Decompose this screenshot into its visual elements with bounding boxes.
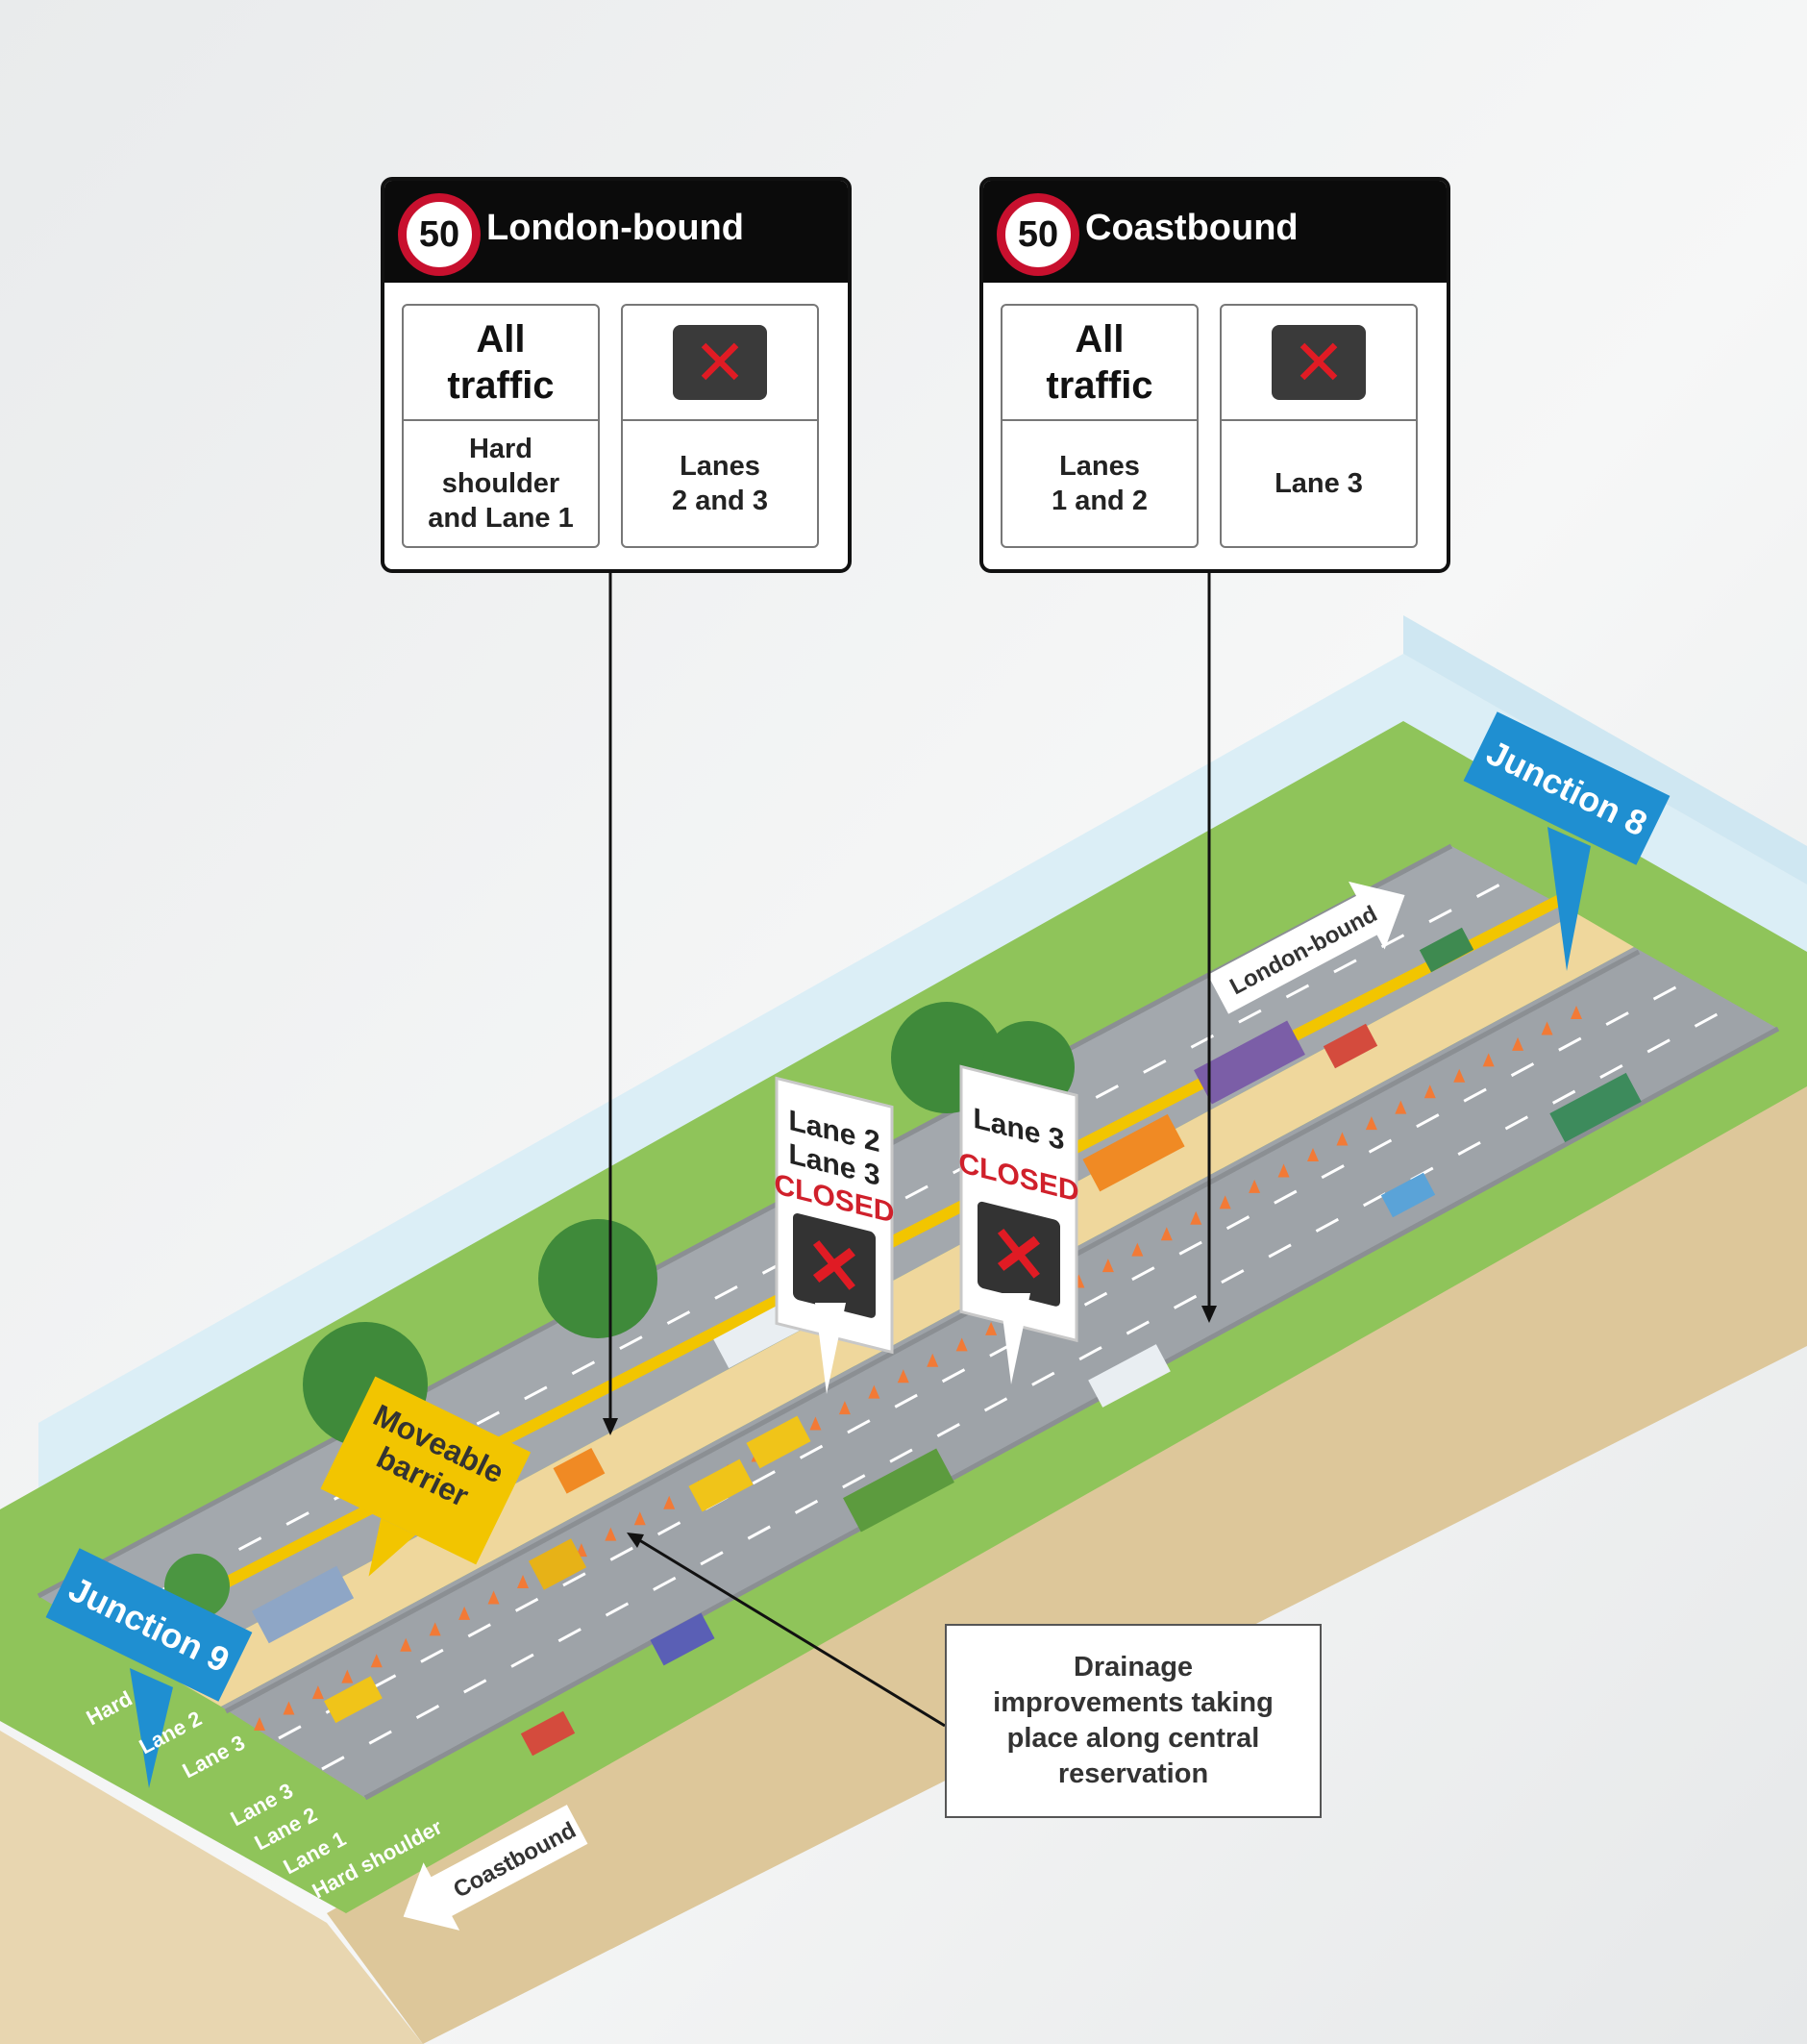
traffic-cone (1395, 1100, 1407, 1114)
bus (251, 1565, 355, 1644)
sign1-post (815, 1303, 846, 1394)
traffic-cone (1541, 1021, 1553, 1035)
lane-closed-x-icon: ✕ (991, 1211, 1048, 1300)
ground-side-front (327, 1077, 1807, 2044)
traffic-cone (868, 1384, 880, 1399)
traffic-cone (429, 1622, 441, 1636)
traffic-cone (1336, 1132, 1349, 1146)
all-traffic-label: All traffic (404, 306, 598, 421)
coastbound-info-panel: 50 Coastbound All traffic Lanes 1 and 2 … (979, 177, 1450, 573)
traffic-cone (458, 1606, 471, 1620)
lane-closed-x-icon: ✕ (806, 1223, 863, 1311)
sky-wall-right (1403, 615, 1807, 885)
traffic-cone (487, 1590, 500, 1605)
car (1419, 927, 1474, 973)
lane-closed-x-icon: ✕ (673, 325, 767, 400)
ground-side-left (0, 1731, 423, 2044)
traffic-cone (1453, 1068, 1466, 1083)
lorry (1082, 1113, 1185, 1192)
works-vehicle (553, 1447, 606, 1494)
junction-9-post (130, 1668, 173, 1788)
lane-closed-x-icon: ✕ (1272, 325, 1366, 400)
tree (538, 1219, 657, 1338)
traffic-cone (1190, 1210, 1202, 1225)
works-vehicle (324, 1676, 383, 1724)
leader-line-drainage (635, 1536, 946, 1728)
traffic-cone (1160, 1227, 1173, 1241)
coastbound-all-traffic-cell: All traffic Lanes 1 and 2 (1001, 304, 1199, 548)
traffic-cone (1482, 1053, 1495, 1067)
traffic-cone (341, 1669, 354, 1683)
car (1323, 1023, 1378, 1069)
traffic-cone (897, 1369, 909, 1383)
traffic-cone (1423, 1084, 1436, 1099)
car (1380, 1172, 1436, 1218)
london-bound-all-traffic-cell: All traffic Hard shoulder and Lane 1 (402, 304, 600, 548)
london-bound-info-panel: 50 London-bound All traffic Hard shoulde… (381, 177, 852, 573)
london-bound-title: London-bound (486, 208, 744, 248)
car (520, 1710, 576, 1757)
coastbound-title: Coastbound (1085, 208, 1299, 248)
traffic-cone (633, 1511, 646, 1526)
london-bound-closed-lanes-cell: ✕ Lanes 2 and 3 (621, 304, 819, 548)
traffic-cone (1219, 1195, 1231, 1209)
roadside-sign-lane3-closed: Lane 3 CLOSED ✕ (959, 1064, 1078, 1343)
traffic-cone (663, 1495, 676, 1509)
traffic-cone (838, 1401, 851, 1415)
traffic-cone (283, 1701, 295, 1715)
coast-closed-lanes-label: Lane 3 (1275, 468, 1363, 499)
junction-8-post (1547, 827, 1591, 971)
bus (1549, 1072, 1642, 1143)
london-closed-lanes-label: Lanes 2 and 3 (672, 451, 768, 516)
coastbound-panel-header: 50 Coastbound (983, 181, 1447, 283)
london-bound-panel-header: 50 London-bound (384, 181, 848, 283)
sign2-post (1000, 1293, 1030, 1384)
lorry (1194, 1020, 1305, 1105)
traffic-cone (1277, 1163, 1290, 1178)
coast-carriageway (221, 947, 1778, 1798)
van (650, 1612, 715, 1666)
speed-limit-sign: 50 (997, 193, 1079, 276)
traffic-cone (1307, 1148, 1319, 1161)
traffic-cone (1131, 1242, 1144, 1257)
speed-limit-sign: 50 (398, 193, 481, 276)
traffic-cone (1512, 1036, 1524, 1051)
drainage-note: Drainage improvements taking place along… (945, 1624, 1322, 1818)
lorry (843, 1448, 954, 1533)
traffic-cone (1365, 1116, 1377, 1131)
roadside-sign-lane2-lane3-closed: Lane 2 Lane 3 CLOSED ✕ (775, 1076, 894, 1355)
traffic-cone (517, 1575, 529, 1588)
traffic-cone (400, 1637, 412, 1652)
van (1088, 1344, 1171, 1408)
coastbound-closed-lanes-cell: ✕ Lane 3 (1220, 304, 1418, 548)
works-vehicle (528, 1538, 587, 1590)
london-open-lanes-label: Hard shoulder and Lane 1 (428, 434, 574, 534)
central-reservation (163, 913, 1634, 1707)
traffic-cone (1571, 1006, 1582, 1019)
traffic-cone (370, 1654, 383, 1668)
traffic-cone (955, 1337, 968, 1352)
traffic-cone (605, 1527, 617, 1541)
traffic-cone (809, 1416, 822, 1431)
traffic-cone (254, 1717, 265, 1731)
coast-open-lanes-label: Lanes 1 and 2 (1052, 451, 1148, 516)
traffic-cone (1102, 1259, 1114, 1273)
traffic-cone (1249, 1179, 1261, 1193)
works-vehicle (688, 1458, 754, 1512)
moveable-barrier-sign: Moveablebarrier (320, 1376, 532, 1577)
traffic-cone (985, 1321, 998, 1335)
traffic-cone (311, 1685, 324, 1700)
traffic-cone (927, 1353, 939, 1367)
all-traffic-label: All traffic (1003, 306, 1197, 421)
works-vehicle (746, 1415, 811, 1469)
